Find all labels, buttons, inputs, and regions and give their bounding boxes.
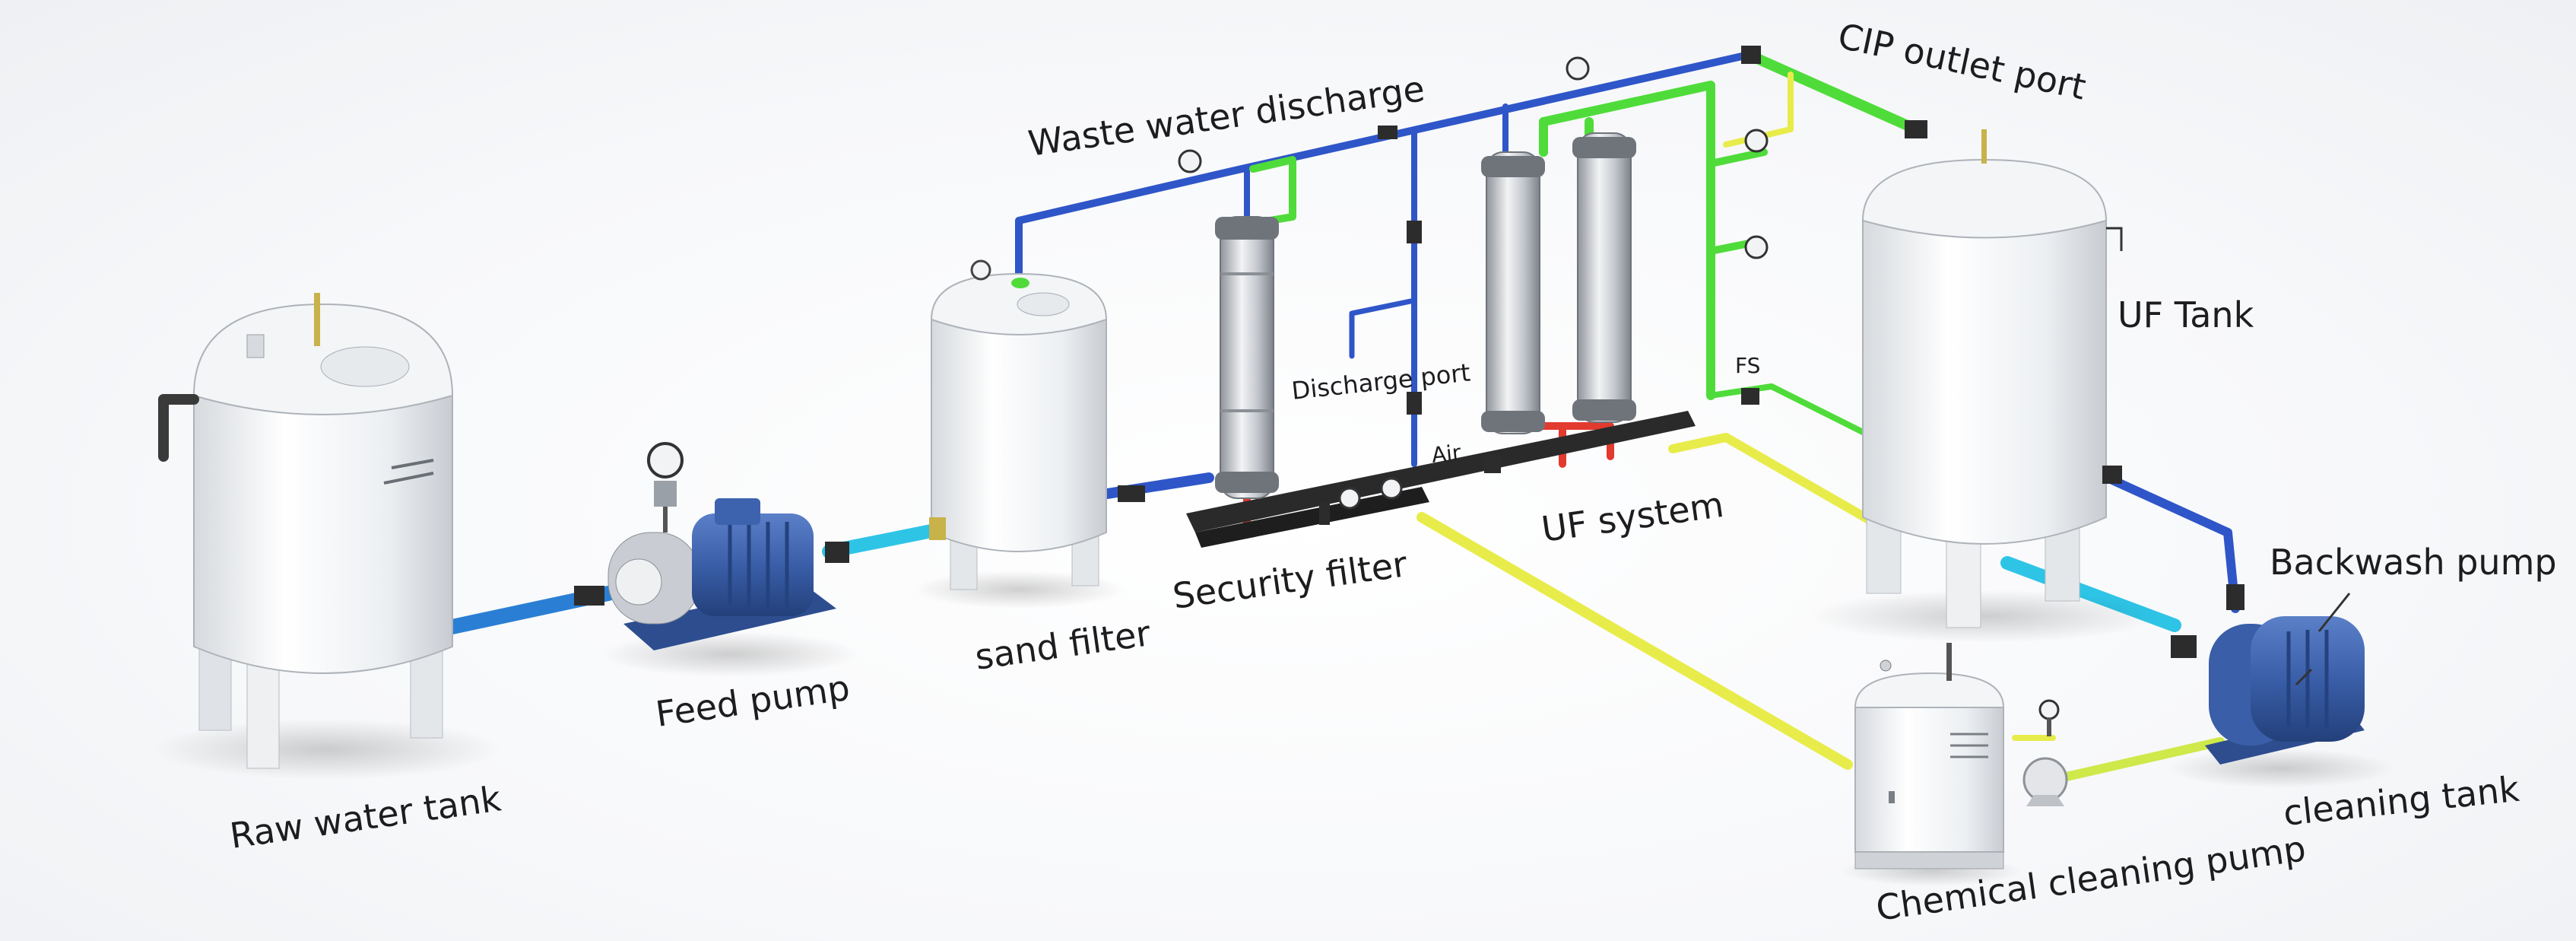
label-waste-water-discharge: Waste water discharge	[1026, 68, 1427, 164]
raw-tank-stripes	[383, 459, 434, 485]
feed-pump-gauge-icon	[647, 442, 684, 478]
uf-module-1-cap-top	[1481, 156, 1545, 177]
pipe-yellow-cleaning	[2048, 737, 2225, 784]
cip-outlet-valve-icon	[1905, 120, 1927, 138]
backwash-pump-leader	[2317, 593, 2351, 632]
green-pressure-gauge-icon-2	[1744, 235, 1769, 259]
feed-pump-flange	[574, 586, 604, 606]
security-drain-valve	[1319, 502, 1330, 525]
pipe-backwash-return	[2098, 471, 2240, 613]
chemical-pump-gauge-stem	[2047, 717, 2051, 736]
label-uf-tank: UF Tank	[2118, 294, 2254, 335]
raw-tank-dome	[192, 303, 454, 415]
cleaning-tank-vent-icon	[1880, 660, 1892, 672]
feed-pump-eye	[615, 558, 662, 606]
waste-valve-icon	[1378, 126, 1397, 139]
uf-module-1-cap-bottom	[1481, 411, 1545, 432]
top-pressure-gauge-icon	[1566, 56, 1590, 81]
sand-filter-outlet-valve	[1118, 485, 1145, 502]
cip-valve-icon	[1741, 46, 1761, 64]
uf-tank-shadow	[1810, 590, 2159, 643]
raw-tank-vent	[246, 334, 265, 358]
sand-filter-manhole	[1017, 292, 1070, 316]
uf-tank-dome	[1861, 158, 2108, 239]
raw-tank-body	[193, 395, 453, 674]
pipe-green-fs	[1708, 383, 1866, 435]
chemical-pump-gauge-icon	[2038, 699, 2060, 720]
raw-tank-leg	[246, 653, 280, 769]
pipe-waste-discharge	[1015, 51, 1753, 285]
uf-module-2-cap-top	[1572, 137, 1636, 158]
label-uf-system: UF system	[1539, 484, 1726, 550]
security-pressure-gauge-icon-2	[1380, 477, 1403, 500]
label-sand-filter: sand filter	[972, 612, 1153, 678]
label-air: Air	[1430, 440, 1462, 468]
pipe-green-cip	[1743, 49, 1921, 135]
cleaning-tank-body	[1854, 707, 2004, 853]
label-feed-pump: Feed pump	[653, 667, 852, 735]
uf-tank-level-probe	[2106, 227, 2123, 251]
pipe-green-security	[1243, 156, 1296, 228]
backwash-pump-outlet-valve	[2226, 584, 2244, 610]
backwash-pump-inlet-valve	[2171, 635, 2197, 658]
sand-filter-gauge-icon	[970, 259, 991, 281]
raw-tank-inlet	[314, 293, 320, 346]
pipe-yellow-main	[1416, 512, 1853, 770]
uf-module-2-cap-bottom	[1572, 399, 1636, 421]
backwash-pump-shadow	[2167, 749, 2395, 788]
fs-flow-switch-icon	[1741, 388, 1759, 405]
label-fs: FS	[1735, 353, 1760, 378]
pipe-yellow-top	[1668, 433, 1883, 529]
label-raw-water-tank: Raw water tank	[227, 777, 503, 856]
label-cip-outlet-port: CIP outlet port	[1835, 15, 2089, 108]
security-filter-cap-bottom	[1215, 472, 1279, 493]
uf-skid-frame	[1186, 411, 1696, 532]
sand-filter-inlet-flange	[929, 517, 946, 540]
waste-pressure-gauge-icon	[1178, 149, 1202, 173]
feed-pump-outlet-valve	[825, 542, 849, 563]
feed-pump-fins	[728, 522, 789, 609]
sand-filter-outlet	[1011, 278, 1029, 288]
uf-tank-inlet	[1981, 129, 1987, 164]
air-valve-icon	[1484, 455, 1501, 473]
sand-filter-body	[931, 319, 1107, 552]
cleaning-tank-base	[1854, 851, 2004, 869]
cleaning-tank-leader	[2295, 668, 2313, 686]
feed-pump-terminal	[715, 498, 760, 525]
waste-valve-icon-3	[1407, 392, 1422, 415]
chemical-pump-housing	[2022, 757, 2068, 803]
pipe-discharge-port	[1349, 297, 1417, 359]
security-filter-cap-top	[1215, 217, 1279, 240]
security-filter-bands	[1220, 272, 1274, 412]
label-security-filter: Security filter	[1170, 543, 1410, 617]
feed-pump-motor	[692, 513, 814, 616]
cleaning-tank-handle	[1889, 791, 1895, 803]
chemical-pump-foot	[2026, 795, 2064, 806]
security-pressure-gauge-icon	[1338, 487, 1361, 510]
label-backwash-pump: Backwash pump	[2270, 542, 2557, 583]
security-filter-housing	[1220, 216, 1274, 499]
uf-tank-outlet-valve	[2102, 466, 2122, 484]
uf-module-2	[1577, 132, 1632, 423]
cleaning-tank-vents	[1950, 733, 1988, 758]
raw-tank-manhole	[320, 346, 410, 387]
uf-tank-body	[1862, 220, 2107, 545]
raw-tank-overflow	[158, 394, 199, 462]
uf-skid-frame-front	[1195, 487, 1429, 548]
backwash-pump-fins	[2286, 630, 2329, 729]
cleaning-tank-top	[1854, 672, 2005, 708]
green-pressure-gauge-icon	[1744, 129, 1769, 153]
uf-module-1	[1486, 151, 1540, 434]
feed-pump-valve	[654, 481, 677, 507]
cleaning-tank-pipe	[1946, 643, 1952, 681]
waste-valve-icon-2	[1407, 221, 1422, 243]
label-discharge-port: Discharge port	[1290, 358, 1472, 405]
